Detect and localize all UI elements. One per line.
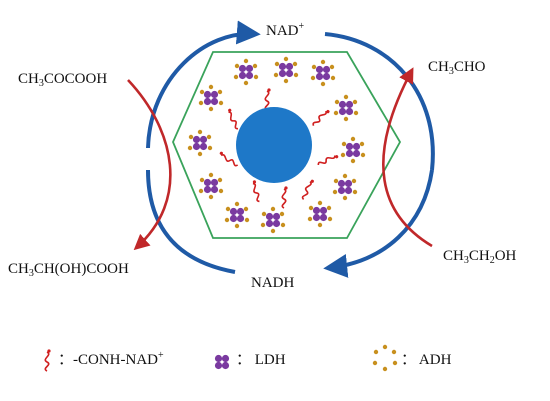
legend-nad-linker-text: ：-CONH-NAD+ [58, 350, 164, 368]
nad-linker-icon [44, 348, 52, 372]
cycle-arrow-right-lower [323, 169, 434, 278]
ethanol-label: CH3CH2OH [443, 248, 517, 266]
legend-ldh-text: ： LDH [236, 352, 286, 368]
cofactor-cycle-arrows [146, 20, 435, 278]
cycle-arrow-top [146, 20, 261, 149]
cycle-arrow-bottom-left [146, 169, 236, 274]
nanoparticle-core [236, 107, 312, 183]
ethanol-to-acetaldehyde-arrow [382, 67, 433, 248]
nadh-label: NADH [251, 275, 295, 291]
acetaldehyde-label: CH3CHO [428, 59, 486, 77]
nad-plus-label: NAD+ [266, 21, 305, 39]
pyruvic-acid-label: CH3COCOOH [18, 71, 108, 89]
ldh-enzyme-icon [214, 354, 230, 370]
hexagon-frame [172, 51, 402, 239]
lactic-acid-label: CH3CH(OH)COOH [8, 261, 129, 279]
pyruvate-to-lactate-arrow [127, 79, 172, 251]
legend-adh-text: ： ADH [401, 352, 452, 368]
reaction-arrows [127, 67, 433, 251]
adh-enzyme-icon [372, 344, 398, 372]
